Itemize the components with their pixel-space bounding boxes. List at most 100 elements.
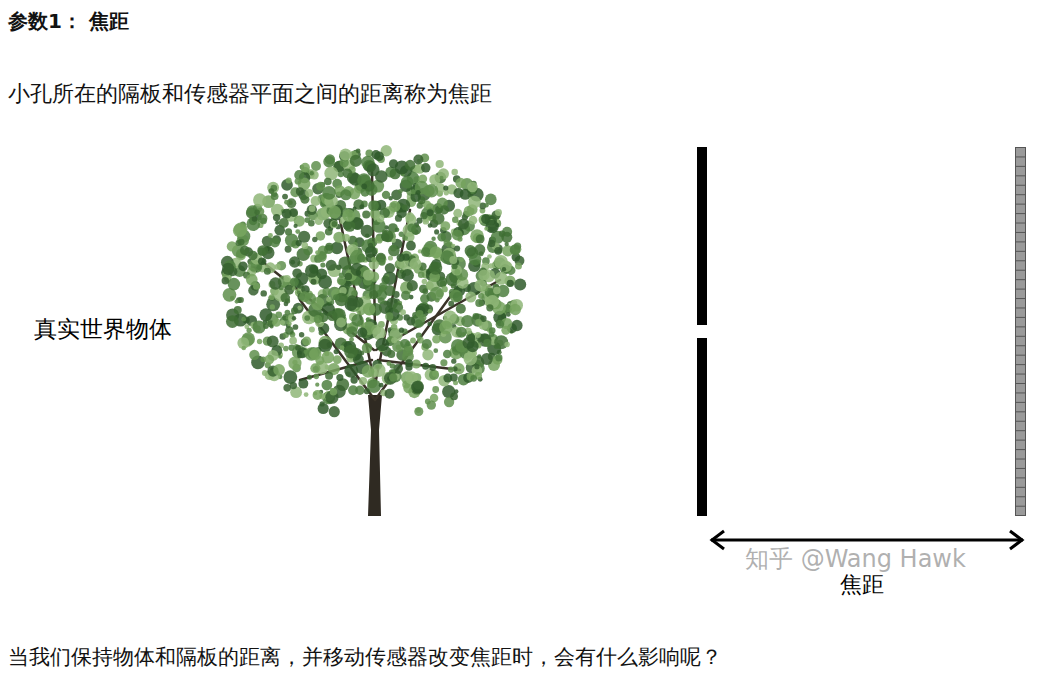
illustration-part [514, 278, 526, 290]
illustration-part [344, 345, 358, 359]
illustration-part [222, 263, 234, 275]
illustration-part [467, 182, 478, 193]
illustration-part [469, 216, 478, 225]
illustration-part [1016, 440, 1026, 441]
illustration-part [282, 194, 288, 200]
illustration-part [406, 317, 415, 326]
illustration-part [325, 365, 330, 370]
illustration-part [293, 324, 299, 330]
illustration-part [418, 271, 425, 278]
illustration-part [1016, 317, 1026, 318]
tree-illustration [221, 145, 526, 516]
illustration-part [311, 161, 321, 171]
illustration-part [234, 306, 242, 314]
illustration-part [368, 243, 373, 248]
illustration-part [362, 210, 370, 218]
illustration-part [320, 401, 325, 406]
illustration-part [451, 263, 457, 269]
illustration-part [285, 310, 291, 316]
illustration-part [367, 163, 380, 176]
illustration-part [1016, 477, 1026, 478]
illustration-part [313, 374, 319, 380]
illustration-part [507, 280, 514, 287]
illustration-part [429, 261, 442, 274]
illustration-part [451, 359, 456, 364]
illustration-part [369, 290, 378, 299]
illustration-part [325, 243, 333, 251]
illustration-part [228, 278, 241, 291]
illustration-part [500, 261, 512, 273]
illustration-part [309, 348, 321, 360]
illustration-part [343, 168, 353, 178]
illustration-part [310, 171, 319, 180]
illustration-part [241, 317, 246, 322]
illustration-part [453, 188, 463, 198]
illustration-part [327, 342, 333, 348]
illustration-part [258, 257, 266, 265]
illustration-part [427, 209, 434, 216]
illustration-part [1016, 213, 1026, 214]
illustration-part [455, 178, 465, 188]
illustration-part [474, 244, 485, 255]
watermark: 知乎 @Wang Hawk [745, 545, 966, 574]
illustration-part [1016, 459, 1026, 460]
illustration-part [461, 315, 473, 327]
illustration-part [318, 339, 332, 353]
illustration-part [282, 209, 292, 219]
illustration-part [260, 218, 267, 225]
illustration-part [428, 309, 433, 314]
illustration-part [356, 149, 361, 154]
illustration-part [249, 350, 259, 360]
illustration-part [248, 251, 258, 261]
illustration-part [456, 304, 466, 314]
illustration-part [302, 337, 311, 346]
illustration-part [291, 307, 298, 314]
illustration-part [1016, 374, 1026, 375]
illustration-part [340, 189, 351, 200]
illustration-part [454, 246, 460, 252]
illustration-part [305, 264, 319, 278]
illustration-part [329, 406, 340, 417]
illustration-part [391, 324, 398, 331]
illustration-part [1016, 430, 1026, 431]
illustration-part [425, 399, 431, 405]
illustration-part [340, 345, 345, 350]
illustration-part [267, 182, 279, 194]
illustration-part [379, 383, 384, 388]
illustration-part [293, 224, 297, 228]
illustration-part [467, 340, 479, 352]
illustration-part [309, 205, 316, 212]
illustration-part [475, 319, 482, 326]
illustration-part [391, 337, 397, 343]
illustration-part [382, 191, 390, 199]
illustration-part [283, 346, 289, 352]
illustration-part [304, 392, 309, 397]
illustration-part [514, 243, 521, 250]
illustration-part [327, 311, 337, 321]
illustration-part [325, 228, 333, 236]
illustration-part [440, 359, 447, 366]
illustration-part [246, 328, 251, 333]
illustration-part [1016, 241, 1026, 242]
illustration-part [410, 338, 416, 344]
illustration-part [264, 355, 274, 365]
illustration-part [334, 349, 339, 354]
illustration-part [297, 306, 302, 311]
illustration-part [222, 277, 229, 284]
illustration-part [432, 335, 441, 344]
illustration-part [285, 246, 292, 253]
illustration-part [407, 280, 418, 291]
illustration-part [270, 304, 275, 309]
illustration-part [280, 293, 290, 303]
illustration-part [489, 327, 496, 334]
illustration-part [262, 370, 268, 376]
illustration-part [401, 176, 414, 189]
illustration-part [292, 287, 296, 291]
illustration-part [362, 343, 373, 354]
illustration-part [363, 269, 374, 280]
illustration-part [388, 255, 393, 260]
illustration-part [330, 388, 337, 395]
illustration-part [334, 318, 347, 331]
illustration-part [299, 332, 304, 337]
